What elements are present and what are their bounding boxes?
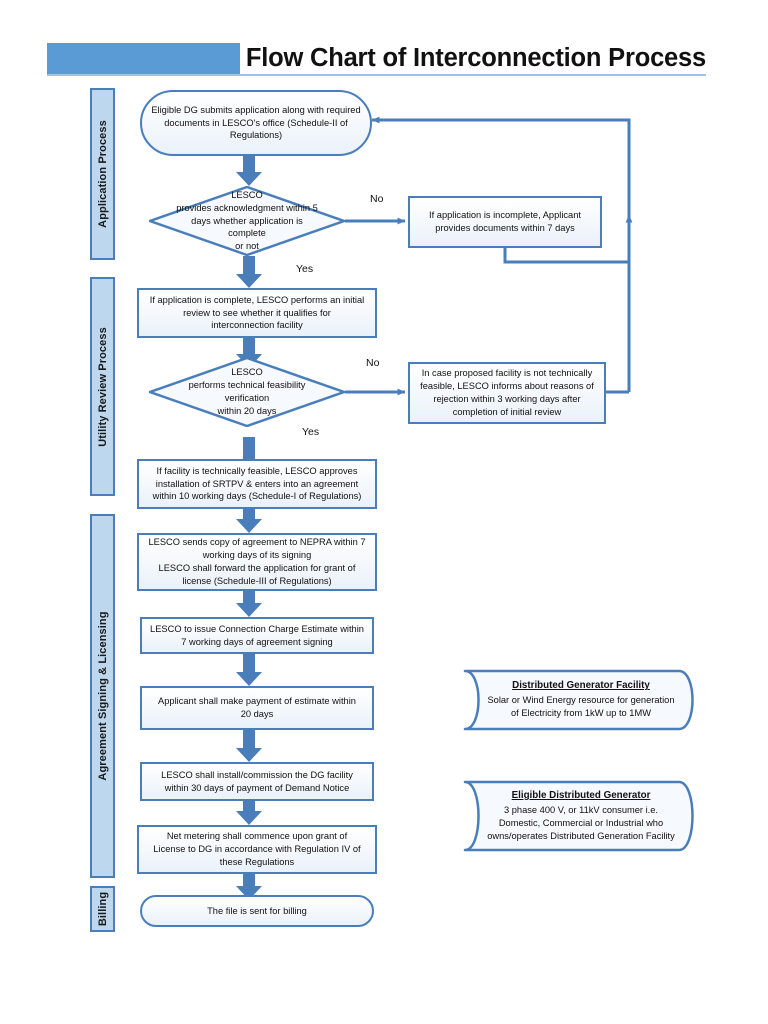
decision-text: LESCO performs technical feasibility ver… bbox=[188, 367, 306, 416]
node-text: Net metering shall commence upon grant o… bbox=[153, 831, 361, 867]
decision-acknowledgment: LESCO provides acknowledgment within 5 d… bbox=[149, 186, 345, 256]
node-text: If facility is technically feasible, LES… bbox=[152, 465, 362, 502]
node-net-metering-commence: Net metering shall commence upon grant o… bbox=[137, 825, 377, 874]
lane-label: Agreement Signing & Licensing bbox=[96, 611, 109, 781]
node-text: If application is incomplete, Applicant … bbox=[429, 210, 581, 233]
note-distributed-generator-facility: Distributed Generator Facility Solar or … bbox=[461, 668, 701, 732]
lane-utility-review-process: Utility Review Process bbox=[90, 277, 115, 496]
lane-label: Application Process bbox=[96, 120, 109, 228]
node-text: If application is complete, LESCO perfor… bbox=[149, 294, 365, 331]
lane-label: Billing bbox=[96, 891, 109, 927]
lane-billing: Billing bbox=[90, 886, 115, 932]
node-incomplete-application: If application is incomplete, Applicant … bbox=[408, 196, 602, 248]
note-title: Distributed Generator Facility bbox=[512, 680, 650, 692]
edge-label-d1-yes: Yes bbox=[296, 263, 314, 275]
note-title: Eligible Distributed Generator bbox=[511, 789, 651, 801]
node-connection-charge-estimate: LESCO to issue Connection Charge Estimat… bbox=[140, 617, 374, 654]
page-title: Flow Chart of Interconnection Process bbox=[245, 44, 706, 72]
node-submit-application: Eligible DG submits application along wi… bbox=[140, 90, 372, 156]
decision-technical-feasibility: LESCO performs technical feasibility ver… bbox=[149, 357, 345, 427]
node-srtpv-approval: If facility is technically feasible, LES… bbox=[137, 459, 377, 509]
lane-label: Utility Review Process bbox=[96, 326, 109, 447]
node-install-commission-dg: LESCO shall install/commission the DG fa… bbox=[140, 762, 374, 801]
edge-label-d1-no: No bbox=[370, 193, 384, 205]
node-text: Eligible DG submits application along wi… bbox=[151, 104, 361, 141]
node-file-sent-for-billing: The file is sent for billing bbox=[140, 895, 374, 927]
node-text: The file is sent for billing bbox=[207, 905, 307, 916]
node-initial-review: If application is complete, LESCO perfor… bbox=[137, 288, 377, 338]
node-not-feasible-rejection: In case proposed facility is not technic… bbox=[408, 362, 606, 424]
edge-label-d2-no: No bbox=[366, 357, 380, 369]
node-text: LESCO shall install/commission the DG fa… bbox=[161, 769, 353, 793]
lane-agreement-signing-licensing: Agreement Signing & Licensing bbox=[90, 514, 115, 878]
header-rule bbox=[47, 74, 706, 76]
node-applicant-payment: Applicant shall make payment of estimate… bbox=[140, 686, 374, 730]
header-accent-bar bbox=[47, 43, 240, 74]
node-text: Applicant shall make payment of estimate… bbox=[158, 696, 356, 719]
node-text: In case proposed facility is not technic… bbox=[420, 368, 594, 417]
note-text: Distributed Generator Facility Solar or … bbox=[487, 680, 675, 719]
node-text: LESCO to issue Connection Charge Estimat… bbox=[150, 623, 364, 647]
node-text: LESCO sends copy of agreement to NEPRA w… bbox=[148, 537, 366, 586]
note-eligible-distributed-generator: Eligible Distributed Generator 3 phase 4… bbox=[461, 779, 701, 853]
edge-label-d2-yes: Yes bbox=[302, 426, 320, 438]
lane-application-process: Application Process bbox=[90, 88, 115, 260]
decision-text: LESCO provides acknowledgment within 5 d… bbox=[176, 189, 318, 252]
note-text: Eligible Distributed Generator 3 phase 4… bbox=[487, 789, 675, 842]
node-nepra-agreement-copy: LESCO sends copy of agreement to NEPRA w… bbox=[137, 533, 377, 591]
